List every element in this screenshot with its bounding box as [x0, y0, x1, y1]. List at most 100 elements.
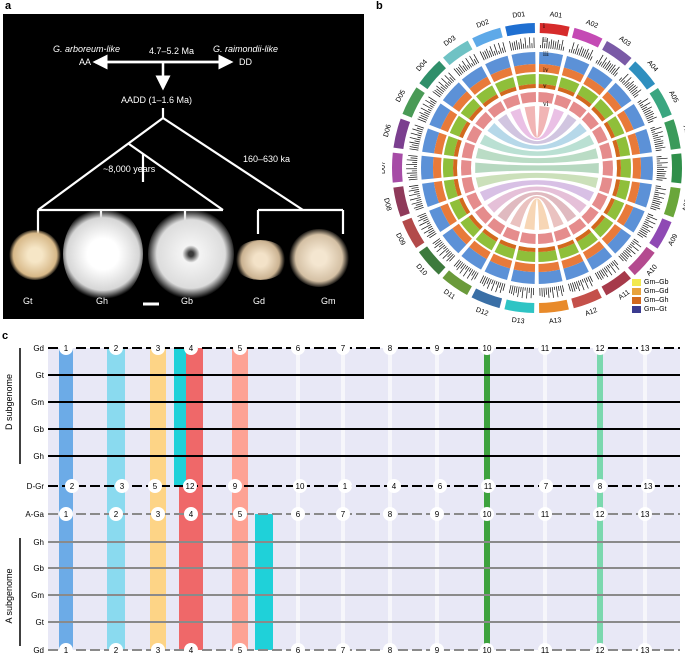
chr-number: 1 — [64, 646, 69, 655]
track-ii-bar — [587, 53, 590, 59]
track-ii-bar — [443, 247, 446, 250]
ring-label: v — [543, 82, 547, 90]
synteny-ribbon — [643, 348, 647, 650]
chr-number: 11 — [484, 482, 493, 491]
track-ii-bar — [596, 60, 598, 63]
chromosome-segment — [572, 28, 603, 48]
track-ii-bar — [412, 145, 419, 146]
track-ii-bar — [492, 280, 494, 284]
track-ii-bar — [458, 67, 463, 73]
track-ii-bar — [457, 262, 463, 270]
track-ii-bar — [645, 219, 655, 224]
track-iii — [421, 156, 434, 180]
chr-number: 3 — [156, 646, 161, 655]
track-iv-b — [617, 160, 621, 177]
track-ii-bar — [424, 228, 433, 233]
cotton-fiber-gt — [9, 230, 61, 280]
track-ii-bar — [577, 49, 579, 55]
circos-panel: A01A02A03A04A05A06A07A08A09A10A11A12A13D… — [382, 0, 685, 325]
track-ii-bar — [653, 136, 663, 139]
species-label-gb: Gb — [181, 296, 193, 306]
track-ii-bar — [638, 100, 642, 102]
chr-number: 9 — [233, 482, 238, 491]
track-ii-bar — [417, 199, 422, 200]
track-ii-bar — [491, 280, 495, 290]
chr-number: 13 — [641, 344, 650, 353]
legend-swatch — [632, 279, 641, 286]
track-ii-bar — [569, 49, 570, 52]
track-ii-bar — [456, 68, 461, 75]
synteny-ribbon — [388, 348, 392, 650]
track-ii-bar — [446, 250, 449, 253]
track-v — [462, 142, 475, 159]
track-v — [461, 160, 471, 176]
track-ii-bar — [467, 269, 473, 278]
chromosome-label: D03 — [443, 35, 458, 48]
chromosome-label: D02 — [476, 19, 491, 30]
track-v — [466, 192, 482, 210]
track-ii-bar — [410, 147, 419, 149]
track-ii-bar — [409, 189, 419, 191]
track-ii-bar — [494, 51, 496, 55]
species-label-gd: Gd — [253, 296, 265, 306]
track-label: Gt — [36, 371, 45, 380]
chromosome-label: A06 — [681, 125, 685, 139]
track-ii-bar — [560, 286, 562, 296]
ring-label: iii — [543, 50, 549, 58]
track-ii-bar — [656, 180, 662, 181]
chr-number: 8 — [388, 646, 393, 655]
track-ii-bar — [655, 192, 666, 194]
track-ii-bar — [434, 242, 442, 248]
track-ii-bar — [622, 81, 625, 84]
chr-number: 8 — [598, 482, 603, 491]
chr-number: 7 — [341, 646, 346, 655]
track-ii-bar — [516, 286, 517, 293]
chr-number: 9 — [435, 344, 440, 353]
chromosome-label: A02 — [585, 19, 599, 30]
synteny-ribbon — [107, 348, 125, 650]
track-iii-orange — [433, 157, 442, 178]
track-ii-bar — [412, 187, 419, 188]
chromosome-label: A10 — [646, 264, 660, 278]
track-ii-bar — [605, 61, 610, 69]
synteny-ribbon — [435, 348, 439, 650]
track-ii-bar — [642, 107, 647, 110]
track-ii-bar — [640, 230, 647, 234]
track-ii-bar — [499, 51, 500, 54]
track-ii-bar — [606, 63, 611, 70]
track-ii-bar — [514, 41, 516, 49]
chr-number: 3 — [156, 344, 161, 353]
track-ii-bar — [490, 46, 494, 56]
track-ii-bar — [630, 87, 637, 93]
track-ii-bar — [414, 141, 419, 142]
track-ii-bar — [510, 41, 512, 51]
chromosome-label: A04 — [646, 59, 660, 73]
track-ii-bar — [433, 238, 440, 243]
chromosome-label: D12 — [475, 307, 490, 318]
track-ii-bar — [429, 233, 436, 237]
chr-number: 12 — [186, 482, 195, 491]
chr-number: 6 — [438, 482, 443, 491]
track-ii-bar — [647, 117, 656, 121]
track-label: Gd — [33, 344, 44, 353]
aa-species-label: G. arboreum-like — [53, 44, 120, 54]
chromosome-segment — [472, 288, 503, 308]
track-v — [466, 126, 482, 144]
split-time-label: 4.7–5.2 Ma — [149, 46, 194, 56]
track-ii-bar — [639, 99, 648, 105]
track-ii-bar — [503, 284, 505, 291]
track-iii — [640, 156, 653, 180]
track-v — [603, 160, 613, 176]
track-ii-bar — [423, 104, 433, 109]
track-iv — [443, 158, 453, 177]
track-ii-bar — [521, 287, 522, 292]
track-v — [503, 94, 520, 108]
legend-label: Gm–Gb — [644, 279, 669, 286]
chr-number: 2 — [114, 646, 119, 655]
aa-genome-label: AA — [79, 57, 91, 67]
chr-number: 10 — [483, 646, 492, 655]
track-v — [503, 227, 520, 242]
track-ii-bar — [653, 135, 658, 136]
track-iv-b — [453, 159, 457, 176]
